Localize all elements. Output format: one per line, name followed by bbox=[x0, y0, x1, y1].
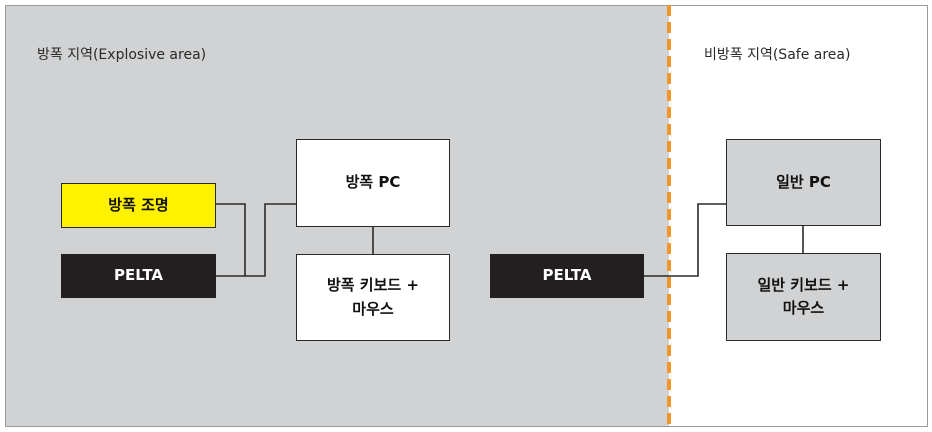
explosion-proof-keyboard-mouse-node: 방폭 키보드 + 마우스 bbox=[296, 254, 450, 341]
pelta-right-node: PELTA bbox=[490, 254, 644, 298]
pelta-left-label: PELTA bbox=[114, 266, 163, 285]
general-keyboard-mouse-label: 일반 키보드 + 마우스 bbox=[757, 275, 850, 317]
explosion-proof-pc-node: 방폭 PC bbox=[296, 139, 450, 227]
pelta-right-label: PELTA bbox=[542, 266, 592, 285]
explosion-proof-lighting-node: 방폭 조명 bbox=[61, 183, 216, 228]
safe-area-label: 비방폭 지역(Safe area) bbox=[704, 47, 851, 63]
zone-boundary-divider bbox=[667, 5, 671, 427]
general-keyboard-mouse-node: 일반 키보드 + 마우스 bbox=[726, 253, 881, 341]
explosion-proof-pc-label: 방폭 PC bbox=[345, 173, 401, 192]
edge-lighting-to-ex-pc bbox=[216, 203, 296, 277]
pelta-left-node: PELTA bbox=[61, 254, 216, 298]
explosion-proof-lighting-label: 방폭 조명 bbox=[108, 195, 169, 214]
general-pc-label: 일반 PC bbox=[776, 172, 831, 191]
general-pc-node: 일반 PC bbox=[726, 139, 881, 226]
explosive-area-label: 방폭 지역(Explosive area) bbox=[37, 47, 207, 63]
edge-pelta-right-to-pc bbox=[644, 203, 726, 277]
explosion-proof-keyboard-mouse-label: 방폭 키보드 + 마우스 bbox=[326, 276, 419, 318]
